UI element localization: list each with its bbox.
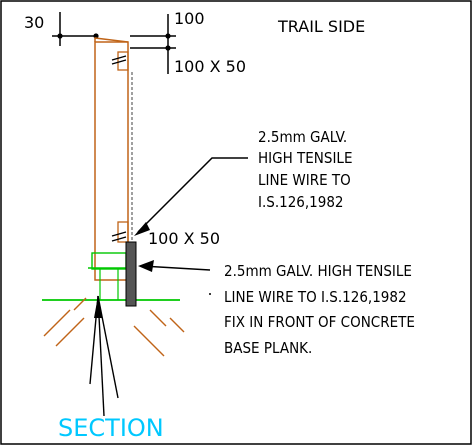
top-rail-label: 100 X 50	[174, 57, 246, 76]
section-label: SECTION	[58, 414, 164, 442]
trail-side-heading: TRAIL SIDE	[277, 17, 365, 36]
base-wire-note-4: BASE PLANK.	[224, 339, 312, 357]
line-wire-callout: 2.5mm GALV. HIGH TENSILE LINE WIRE TO I.…	[134, 128, 352, 236]
base-wire-note-3: FIX IN FRONT OF CONCRETE	[224, 313, 415, 331]
base-wire-callout: 2.5mm GALV. HIGH TENSILE LINE WIRE TO I.…	[138, 260, 415, 357]
ground-hatch	[43, 297, 185, 357]
line-wire-note-2: HIGH TENSILE	[258, 149, 352, 167]
line-wire-note-4: I.S.126,1982	[258, 193, 344, 211]
dimension-left: 30	[24, 12, 99, 46]
dimension-30-label: 30	[24, 13, 44, 32]
base-wire-note-2: LINE WIRE TO I.S.126,1982	[224, 288, 407, 306]
line-wire-note-1: 2.5mm GALV.	[258, 128, 347, 146]
line-wire-note-3: LINE WIRE TO	[258, 171, 351, 189]
section-leaders	[89, 295, 119, 417]
base-wire-note-1: 2.5mm GALV. HIGH TENSILE	[224, 262, 412, 280]
dimension-100-label: 100	[174, 9, 205, 28]
ground-line	[42, 252, 180, 301]
concrete-base-plank	[125, 241, 137, 307]
bottom-rail-label: 100 X 50	[148, 229, 220, 248]
timber-post	[94, 37, 129, 281]
dimension-right: 100 100 X 50	[130, 9, 246, 76]
